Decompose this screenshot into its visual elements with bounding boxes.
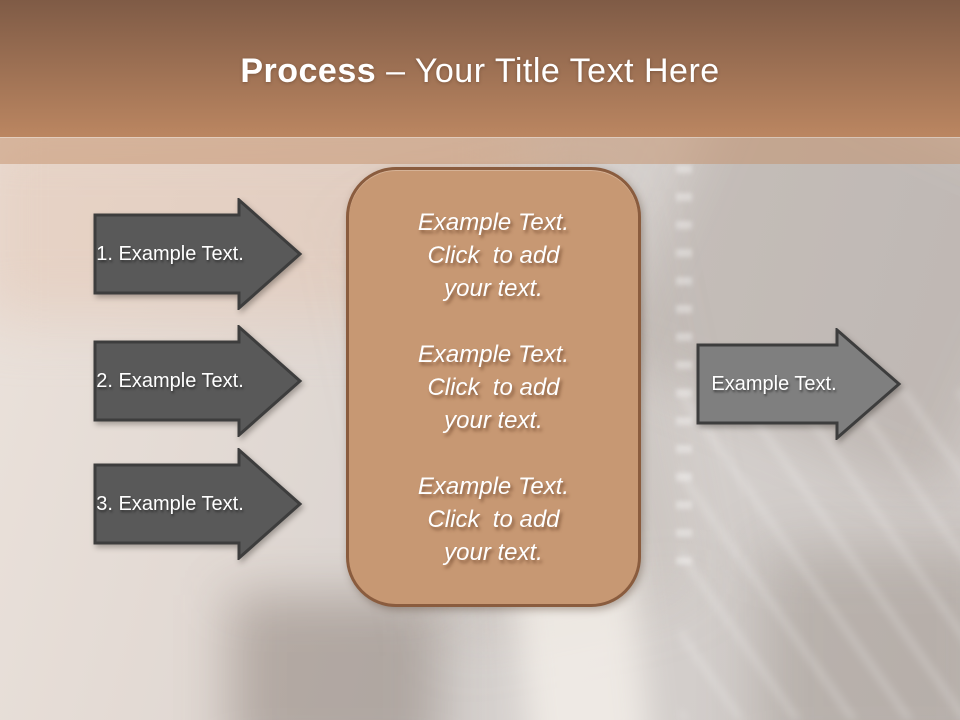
background-blur-shape — [230, 595, 440, 720]
text-placeholder-1[interactable]: Example Text. Click to add your text. — [417, 208, 570, 302]
output-arrow-label: Example Text. — [711, 372, 837, 395]
header-fade-band — [0, 137, 960, 164]
process-arrow-3-label: 3. Example Text. — [96, 492, 244, 515]
right-arrow-shape — [93, 325, 303, 437]
background-blur-shape — [760, 550, 960, 720]
content-panel: Example Text. Click to add your text. Ex… — [346, 167, 641, 607]
slide-title-bold: Process — [240, 52, 377, 90]
header-band — [0, 0, 960, 137]
output-arrow[interactable]: Example Text. — [696, 328, 902, 440]
process-arrow-2-label: 2. Example Text. — [96, 369, 244, 392]
right-arrow-shape — [93, 448, 303, 560]
text-placeholder-2[interactable]: Example Text. Click to add your text. — [417, 340, 570, 434]
slide-title-regular: – Your Title Text Here — [376, 52, 720, 90]
text-placeholder-3[interactable]: Example Text. Click to add your text. — [417, 472, 570, 566]
right-arrow-shape — [93, 198, 303, 310]
process-arrow-2[interactable]: 2. Example Text. — [93, 325, 303, 437]
background-diagonal-lines — [680, 390, 960, 720]
process-arrow-1-label: 1. Example Text. — [96, 242, 244, 265]
process-arrow-1[interactable]: 1. Example Text. — [93, 198, 303, 310]
right-arrow-shape — [696, 328, 902, 440]
slide-title[interactable]: Process – Your Title Text Here — [0, 52, 960, 91]
background-zipper-highlight — [676, 165, 692, 565]
process-arrow-3[interactable]: 3. Example Text. — [93, 448, 303, 560]
